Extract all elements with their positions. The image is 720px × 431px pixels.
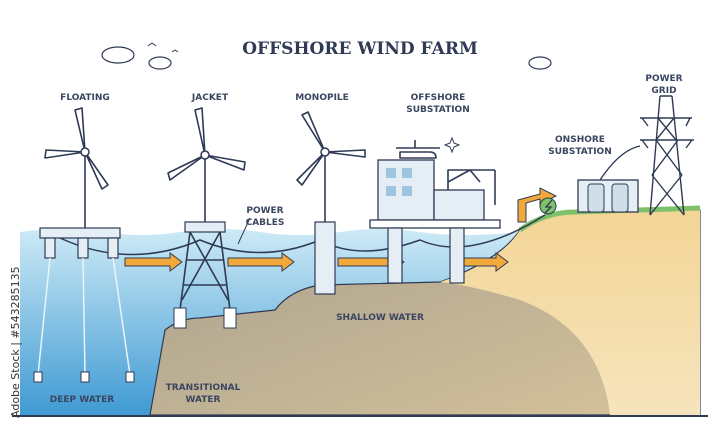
label-power-grid-2: GRID [651,86,676,96]
label-power-cables-2: CABLES [246,218,285,228]
power-grid-pylon [599,95,694,216]
label-deep-water: DEEP WATER [50,395,115,405]
label-onshore-substation-1: ONSHORE [555,135,605,145]
label-power-cables-1: POWER [246,206,283,216]
baseline [12,415,708,417]
offshore-substation [369,136,501,284]
label-onshore-substation-2: SUBSTATION [548,147,612,157]
stock-watermark: Adobe Stock | #543285135 [9,266,22,418]
label-floating: FLOATING [60,93,110,103]
jacket-turbine [167,107,246,329]
floating-turbine [33,107,135,383]
monopile-turbine [296,111,366,295]
label-jacket: JACKET [191,93,229,103]
cloud-icon [101,46,552,70]
label-monopile: MONOPILE [295,93,349,103]
diagram-title: OFFSHORE WIND FARM [242,39,478,59]
label-transitional-water-1: TRANSITIONAL [166,383,241,393]
diagram-labels: FLOATING JACKET MONOPILE OFFSHORE SUBSTA… [50,74,683,405]
label-transitional-water-2: WATER [185,395,220,405]
label-offshore-substation-1: OFFSHORE [411,93,466,103]
label-shallow-water: SHALLOW WATER [336,313,424,323]
label-offshore-substation-2: SUBSTATION [406,105,470,115]
birds-icon [147,42,179,53]
onshore-substation [539,179,639,215]
label-power-grid-1: POWER [645,74,682,84]
